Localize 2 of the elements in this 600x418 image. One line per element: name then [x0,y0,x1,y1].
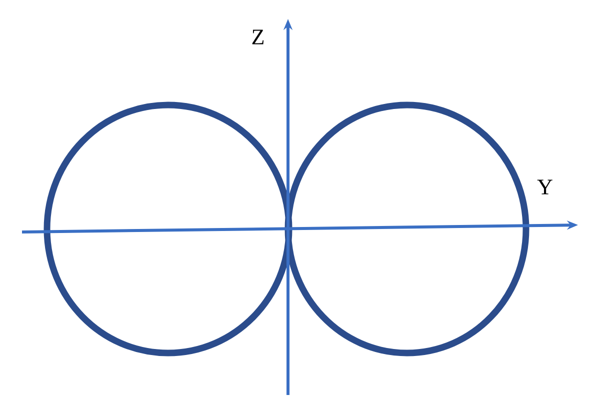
axis-label: Z [252,30,264,44]
axis-label: Y [537,180,552,194]
